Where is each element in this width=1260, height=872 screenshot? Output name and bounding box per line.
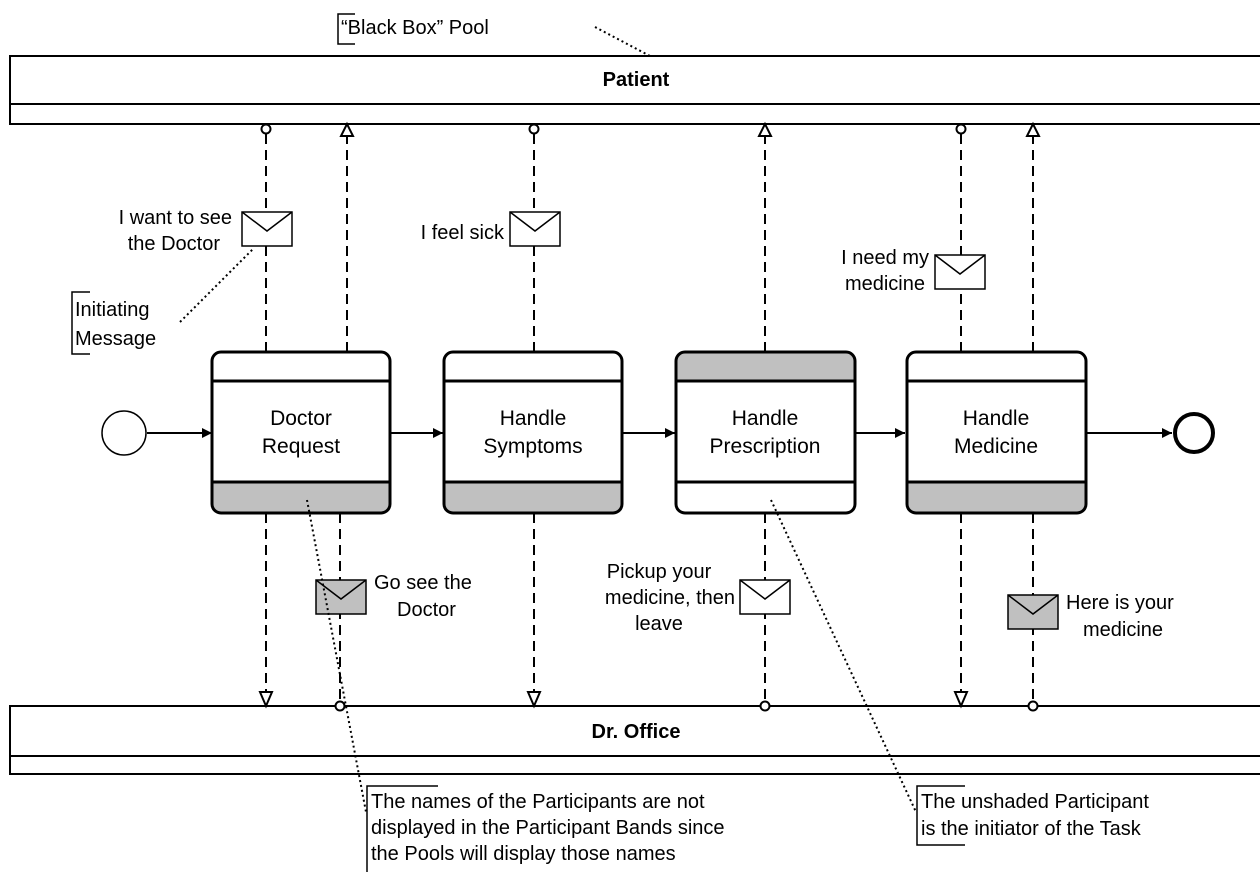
task-handle-symptoms[interactable]: Handle Symptoms (442, 350, 624, 515)
message-label: I need my (841, 247, 929, 269)
flow-arrowhead (757, 121, 773, 137)
message-label: I feel sick (421, 222, 505, 244)
envelope-icon (739, 579, 791, 615)
pool-dr-office: Dr. Office (9, 705, 1260, 775)
flow-arrowhead (953, 691, 969, 709)
flow-source-circle (528, 123, 540, 135)
annotation-unshaded-participant: The unshaded Participant is the initiato… (770, 499, 1149, 846)
envelope-icon (241, 211, 293, 247)
flow-arrowhead (1025, 121, 1041, 137)
message-label: Doctor (397, 599, 456, 621)
pool-title-patient: Patient (603, 69, 670, 91)
task-handle-medicine[interactable]: Handle Medicine (905, 350, 1088, 515)
annotation-text: The unshaded Participant (921, 791, 1149, 813)
annotation-text: The names of the Participants are not (371, 791, 705, 813)
flow-source-circle (759, 700, 771, 712)
envelope-icon (1007, 594, 1059, 630)
task-label-line2: Prescription (710, 435, 821, 458)
annotation-text: Message (75, 328, 156, 350)
message-label: I want to see (119, 207, 232, 229)
association-line (179, 248, 254, 323)
envelope-icon (315, 579, 367, 615)
envelope-icon (509, 211, 561, 247)
annotation-text: Initiating (75, 299, 150, 321)
annotation-text: “Black Box” Pool (341, 17, 489, 39)
message-flows (265, 134, 1034, 700)
message-label: medicine (845, 273, 925, 295)
task-doctor-request[interactable]: Doctor Request (210, 350, 392, 515)
task-label-line2: Medicine (954, 435, 1038, 458)
task-label-line1: Handle (963, 407, 1030, 430)
message-flow-arrowheads (258, 121, 1041, 709)
association-line (770, 499, 917, 813)
annotation-black-box-pool: “Black Box” Pool (337, 13, 651, 57)
annotation-text: displayed in the Participant Bands since (371, 817, 725, 839)
annotation-participant-names: The names of the Participants are not di… (306, 499, 725, 872)
flow-arrowhead (526, 691, 542, 709)
message-label: Go see the (374, 572, 472, 594)
flow-source-circle (1027, 700, 1039, 712)
pool-title-dr-office: Dr. Office (592, 721, 681, 743)
task-label-line1: Handle (732, 407, 799, 430)
task-handle-prescription[interactable]: Handle Prescription (674, 350, 857, 515)
message-label: the Doctor (128, 233, 221, 255)
message-label: leave (635, 613, 683, 635)
task-label-line2: Request (262, 435, 340, 458)
message-label: medicine, then (605, 587, 735, 609)
flow-arrowhead (339, 121, 355, 137)
association-line (594, 26, 651, 57)
pool-patient: Patient (9, 55, 1260, 125)
message-label: medicine (1083, 619, 1163, 641)
message-label: Here is your (1066, 592, 1174, 614)
message-label: Pickup your (607, 561, 712, 583)
task-label-line1: Doctor (270, 407, 332, 430)
message-flow-sources (260, 123, 1039, 712)
flow-source-circle (334, 700, 346, 712)
envelope-icon (934, 254, 986, 290)
task-label-line1: Handle (500, 407, 567, 430)
task-label-line2: Symptoms (483, 435, 582, 458)
end-event (1173, 412, 1215, 454)
annotation-text: the Pools will display those names (371, 843, 676, 865)
flow-source-circle (955, 123, 967, 135)
start-event (101, 410, 147, 456)
flow-arrowhead (258, 691, 274, 709)
annotation-text: is the initiator of the Task (921, 818, 1142, 840)
flow-source-circle (260, 123, 272, 135)
annotation-initiating-message: Initiating Message (71, 248, 254, 355)
